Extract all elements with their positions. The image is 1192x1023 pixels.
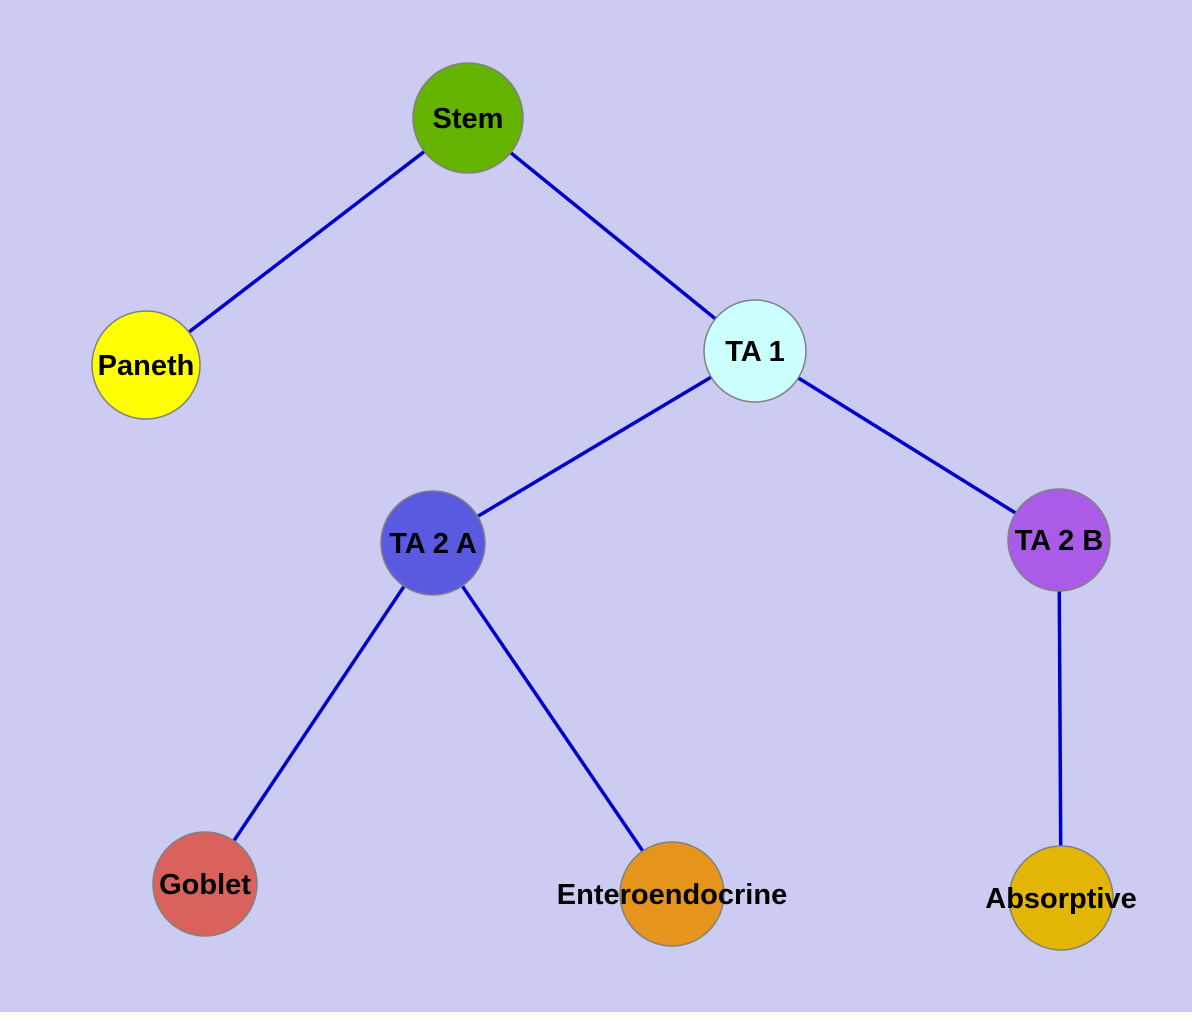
node-circle-ta-2-b [1007,488,1111,592]
node-circle-absorptive [1008,845,1114,951]
edge-ta-1-to-ta-2-b [754,349,1060,542]
node-stem: Stem [412,62,524,174]
node-ta-2-b: TA 2 B [1007,488,1111,592]
node-circle-goblet [152,831,258,937]
node-circle-ta-2-a [380,490,486,596]
edge-ta-2-b-to-absorptive [1057,539,1063,899]
node-circle-ta-1 [703,299,807,403]
edge-ta-2-a-to-goblet [203,542,435,885]
edge-layer [144,116,1063,899]
node-circle-enteroendocrine [619,841,725,947]
node-circle-paneth [91,310,201,420]
edge-ta-2-a-to-enteroendocrine [431,542,674,895]
node-ta-1: TA 1 [703,299,807,403]
edge-ta-1-to-ta-2-a [432,349,756,545]
edge-stem-to-ta-1 [466,116,757,353]
node-ta-2-a: TA 2 A [380,490,486,596]
node-paneth: Paneth [91,310,201,420]
node-goblet: Goblet [152,831,258,937]
edge-stem-to-paneth [144,116,470,367]
node-circle-stem [412,62,524,174]
